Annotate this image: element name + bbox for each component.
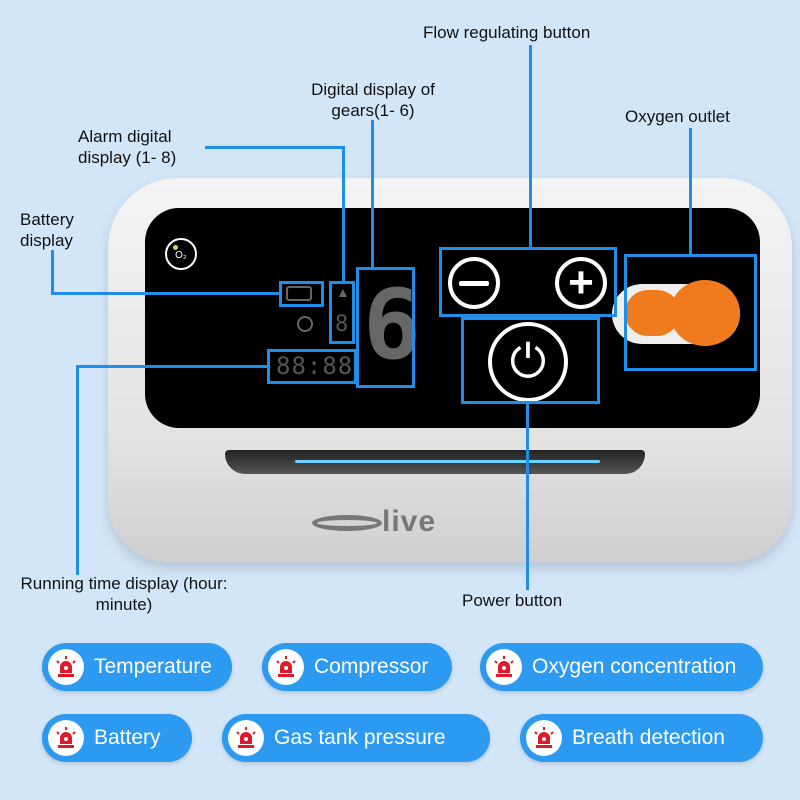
time-callout-box (267, 349, 357, 384)
power-label: Power button (462, 591, 563, 610)
power-button[interactable]: ⏻ (488, 322, 568, 402)
alarm-item-battery: Battery (42, 714, 192, 762)
alarm-siren-icon (228, 720, 264, 756)
vent-light (295, 460, 600, 463)
gear-digit: 6 (363, 269, 421, 381)
o2-icon: O₂ (165, 238, 197, 270)
alarm-item-gas-tank-pressure: Gas tank pressure (222, 714, 490, 762)
gear-leader (371, 120, 374, 269)
alarm-leader (342, 146, 345, 283)
power-callout-box (461, 317, 600, 404)
timer-icon (297, 316, 313, 332)
increase-flow-button[interactable]: + (555, 257, 607, 309)
battery-leader (51, 250, 54, 294)
running-time-readout: 88:88 (276, 352, 354, 380)
battery-callout-box (279, 281, 324, 307)
brand-logo: live (312, 505, 436, 539)
alarm-siren-icon (268, 649, 304, 685)
flow-label: Flow regulating button (423, 23, 591, 42)
alarm-label: Breath detection (572, 726, 725, 749)
decrease-flow-button[interactable] (448, 257, 500, 309)
flow-callout-box (439, 247, 617, 317)
alarm-siren-icon (48, 720, 84, 756)
alarm-item-breath-detection: Breath detection (520, 714, 763, 762)
gears-label: Digital display of gears(1- 6) (311, 80, 435, 120)
running-time-label: Running time display (hour: minute) (20, 574, 228, 614)
alarm-callout-box (329, 281, 355, 344)
alarm-leader (205, 146, 345, 149)
alarm-item-oxygen-concentration: Oxygen concentration (480, 643, 763, 691)
battery-leader (51, 292, 281, 295)
alarm-siren-icon (486, 649, 522, 685)
alarm-label: Compressor (314, 655, 429, 678)
outlet-leader (689, 128, 692, 256)
alarm-label: Battery (94, 726, 161, 749)
battery-label: Battery display (20, 210, 74, 250)
time-leader (76, 365, 269, 368)
alarm-label: Gas tank pressure (274, 726, 446, 749)
alarm-siren-icon (48, 649, 84, 685)
battery-icon (286, 286, 312, 301)
alarm-siren-icon (526, 720, 562, 756)
power-leader (526, 402, 529, 590)
time-leader (76, 365, 79, 575)
warning-icon: ▲ (336, 284, 350, 300)
oxygen-outlet-label: Oxygen outlet (625, 107, 730, 126)
alarm-item-temperature: Temperature (42, 643, 232, 691)
alarm-digit: 8 (335, 312, 349, 337)
oxygen-outlet-icon (670, 280, 740, 346)
alarm-label: Oxygen concentration (532, 655, 737, 678)
gear-callout-box (356, 267, 415, 388)
alarm-item-compressor: Compressor (262, 643, 452, 691)
alarm-label: Alarm digital display (1- 8) (78, 127, 177, 167)
alarm-label: Temperature (94, 655, 212, 678)
flow-leader (529, 45, 532, 249)
outlet-callout-box (624, 254, 757, 371)
